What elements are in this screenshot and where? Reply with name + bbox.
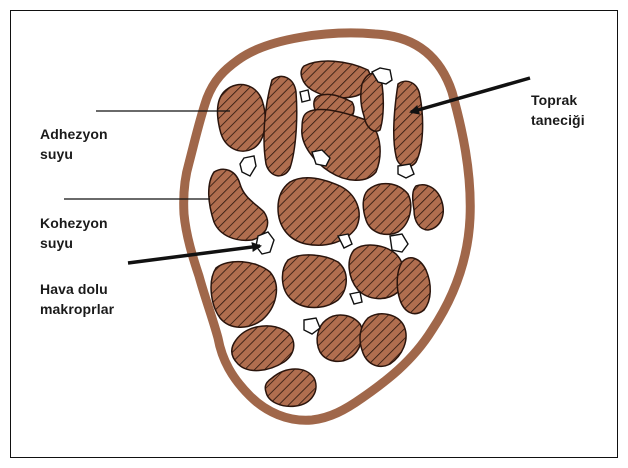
soil-particle: [282, 255, 346, 308]
soil-particle: [363, 184, 411, 235]
air-pore: [300, 90, 310, 102]
soil-particle: [264, 76, 297, 175]
soil-particle: [394, 81, 423, 167]
cohesion-water-label: Kohezyon suyu: [40, 213, 108, 253]
adhesion-water-label: Adhezyon suyu: [40, 124, 108, 164]
air-macropores-label: Hava dolu makroprlar: [40, 279, 114, 319]
soil-particle: [218, 85, 266, 152]
soil-particle-label: Toprak taneciği: [531, 90, 585, 130]
